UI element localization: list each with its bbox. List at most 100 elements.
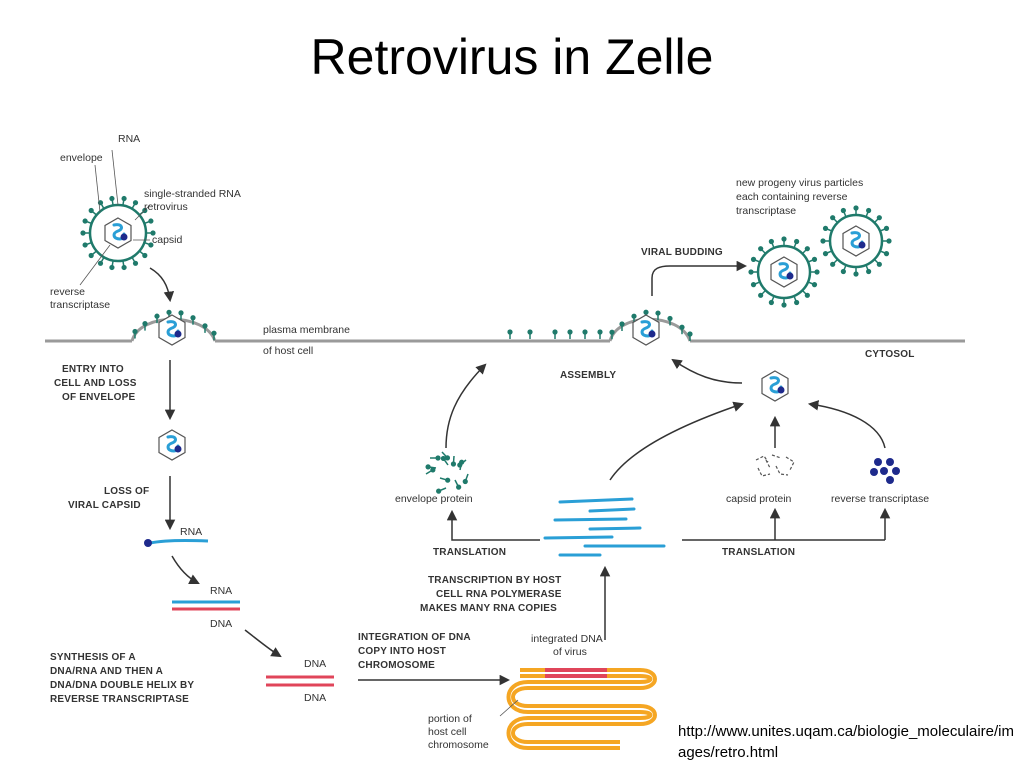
envelope-protein-head — [456, 484, 462, 490]
arrow-to-fusion — [149, 267, 175, 303]
membrane-spike-head — [190, 315, 196, 321]
slide-title: Retrovirus in Zelle — [310, 29, 714, 85]
envelope-spike-head — [88, 207, 94, 214]
envelope-spike-head — [750, 282, 757, 288]
envelope-spike-head — [794, 299, 800, 306]
envelope-spike-head — [109, 264, 115, 271]
membrane-spike-head — [527, 329, 533, 335]
label-pointers — [79, 149, 151, 286]
envelope-spike-head — [750, 256, 757, 262]
label-transcription-1: TRANSCRIPTION BY HOST — [428, 575, 561, 586]
label-rt-2: transcriptase — [50, 299, 110, 311]
label-rna-free: RNA — [180, 526, 202, 538]
envelope-spike-head — [883, 225, 890, 231]
label-reverse-transcriptase: reverse transcriptase — [831, 493, 929, 505]
envelope-protein-head — [425, 464, 431, 470]
envelope-protein-head — [440, 455, 447, 462]
envelope-spike-head — [886, 238, 892, 244]
label-assembly: ASSEMBLY — [560, 370, 616, 381]
envelope-spike-head — [768, 299, 774, 306]
envelope-spike-head — [840, 207, 846, 214]
membrane-spike-head — [687, 331, 693, 337]
label-progeny-2: each containing reverse — [736, 191, 848, 203]
label-entry-3: OF ENVELOPE — [62, 392, 135, 403]
envelope-spike-head — [80, 230, 86, 236]
envelope-protein-head — [462, 478, 468, 485]
envelope-protein-head — [436, 488, 442, 494]
envelope-spike-head — [794, 238, 800, 245]
label-envelope: envelope — [60, 152, 103, 164]
membrane-spike-head — [507, 329, 513, 335]
envelope-spike-head — [132, 200, 139, 206]
arrow-core-to-membrane — [671, 358, 743, 384]
source-url: http://www.unites.uqam.ca/biologie_molec… — [678, 723, 1014, 761]
arrow-envelope-to-membrane — [445, 363, 487, 449]
label-ss-rna-1: single-stranded RNA — [144, 188, 241, 200]
envelope-spike-head — [150, 230, 156, 236]
envelope-spike-head — [132, 260, 139, 266]
host-chromosome — [506, 668, 657, 750]
membrane-spike-head — [667, 315, 673, 322]
envelope-spike-head — [142, 252, 148, 259]
envelope-spike-head — [781, 236, 787, 242]
envelope-spike-head — [804, 246, 810, 252]
label-rna-hybrid: RNA — [210, 585, 232, 597]
membrane-spike-head — [679, 324, 685, 330]
label-rt-1: reverse — [50, 286, 85, 298]
envelope-spike-head — [853, 205, 859, 211]
label-translation-right: TRANSLATION — [722, 547, 795, 558]
label-cytosol: CYTOSOL — [865, 349, 915, 360]
membrane-spike-head — [597, 329, 603, 335]
arrow-rna-to-core — [609, 401, 744, 481]
rna-copies — [543, 497, 666, 557]
envelope-spike-head — [758, 292, 764, 298]
envelope-spike-head — [840, 268, 846, 275]
envelope-spike-head — [853, 271, 859, 277]
envelope-spike-head — [804, 292, 810, 298]
envelope-protein-head — [444, 455, 451, 461]
label-portion-1: portion of — [428, 713, 472, 725]
membrane-spike-head — [202, 323, 208, 329]
envelope-spike-head — [148, 218, 154, 224]
envelope-protein-head — [435, 455, 441, 461]
envelope-spike-head — [811, 282, 818, 288]
envelope-spike-head — [866, 207, 872, 214]
envelope-spike-head — [866, 268, 872, 275]
label-dna-hybrid: DNA — [210, 618, 232, 630]
envelope-spike-head — [876, 261, 882, 267]
envelope-spike-head — [82, 218, 88, 224]
envelope-spike-head — [781, 302, 787, 308]
membrane-spike-head — [582, 329, 588, 335]
membrane-spike-head — [643, 309, 649, 315]
label-plasma-2: of host cell — [263, 345, 313, 357]
reverse-transcriptase-dots — [870, 458, 900, 484]
envelope-spike-head — [88, 252, 94, 259]
assembled-core — [760, 369, 790, 403]
label-capsid-protein: capsid protein — [726, 493, 792, 505]
envelope-spike-head — [121, 195, 127, 202]
membrane-spike-head — [609, 329, 615, 335]
envelope-protein-head — [445, 477, 451, 483]
envelope-spike-head — [876, 215, 882, 221]
label-integration-1: INTEGRATION OF DNA — [358, 632, 471, 643]
arrow-to-hybrid — [171, 555, 200, 584]
arrow-viral-budding — [651, 260, 748, 296]
label-portion-2: host cell — [428, 726, 467, 738]
membrane-envelope-proteins — [132, 309, 693, 341]
label-capsid: capsid — [152, 234, 183, 246]
envelope-spike-head — [814, 269, 820, 275]
label-dna-top: DNA — [304, 658, 326, 670]
label-dna-bottom: DNA — [304, 692, 326, 704]
arrow-translation-left — [446, 509, 540, 541]
label-progeny-1: new progeny virus particles — [736, 177, 863, 189]
label-synthesis-3: DNA/DNA DOUBLE HELIX BY — [50, 680, 194, 691]
label-ss-rna-2: retrovirus — [144, 201, 188, 213]
envelope-spike-head — [822, 251, 829, 257]
envelope-spike-head — [883, 251, 890, 257]
label-loss-capsid-1: LOSS OF — [104, 486, 149, 497]
membrane-spike-head — [211, 330, 217, 336]
label-progeny-3: transcriptase — [736, 205, 796, 217]
free-capsid — [157, 428, 187, 462]
label-integration-3: CHROMOSOME — [358, 660, 435, 671]
